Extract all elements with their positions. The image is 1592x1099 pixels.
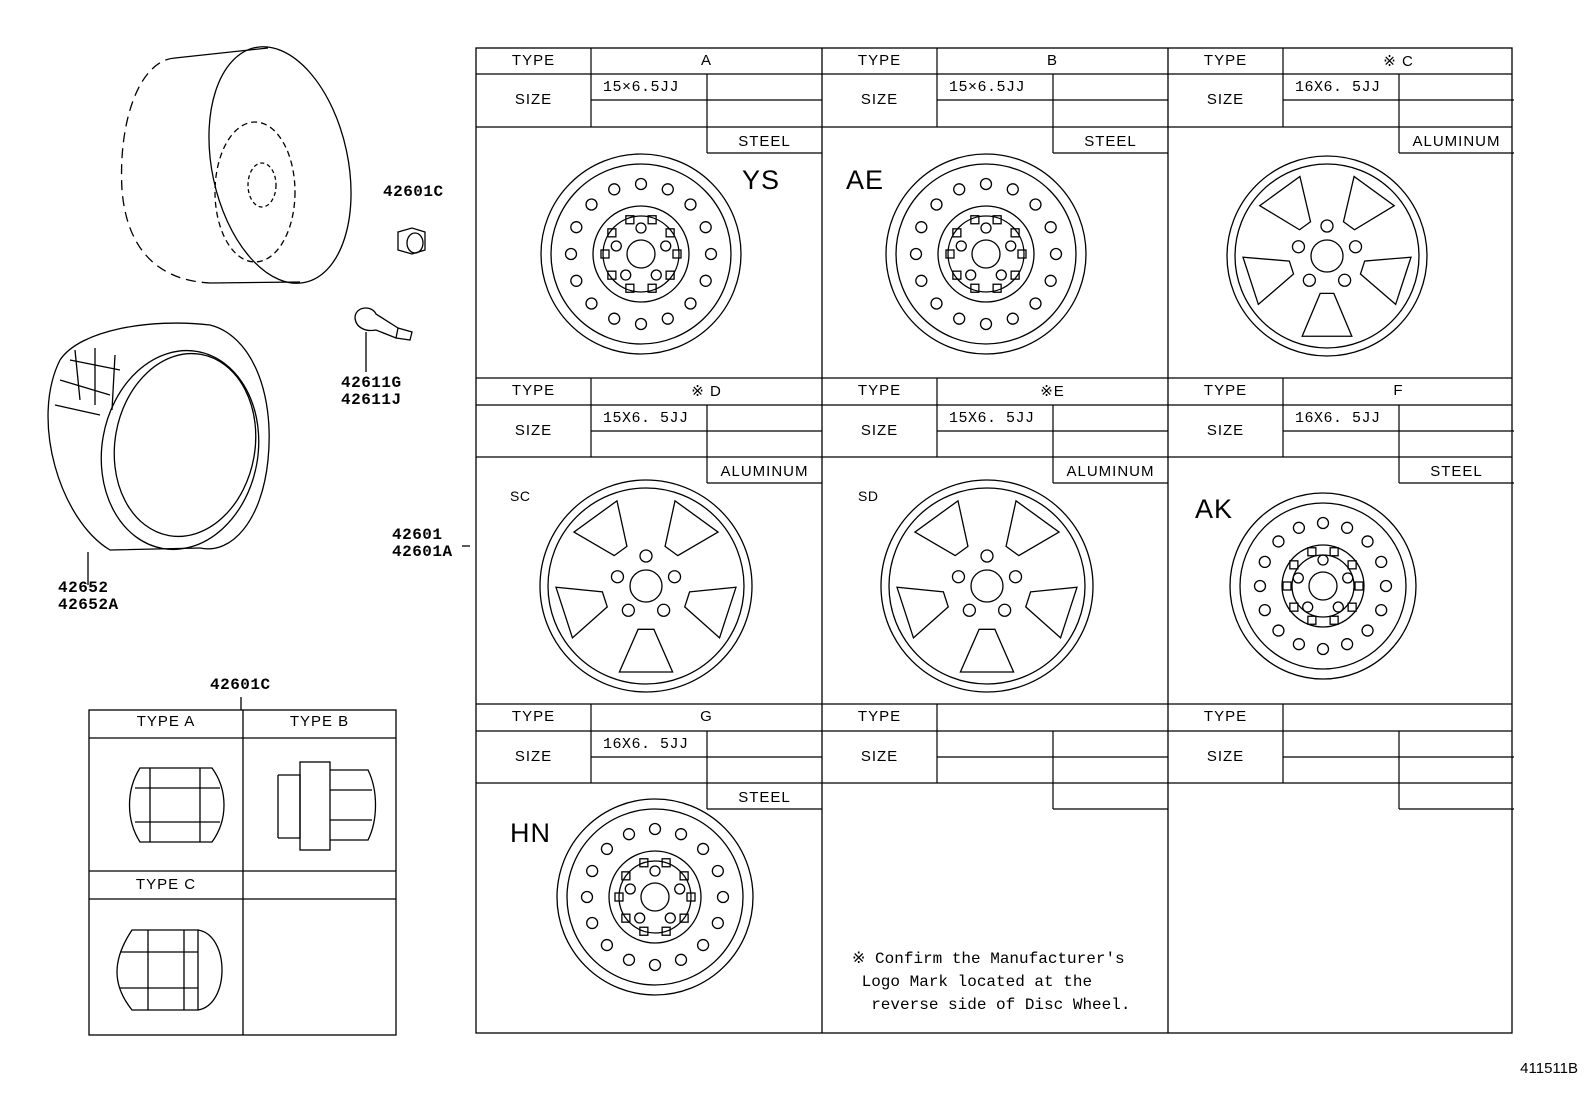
- type-header: TYPE: [511, 708, 556, 725]
- size-header: SIZE: [860, 748, 899, 765]
- mark-hn: HN: [510, 818, 551, 848]
- wheel-size-6: 16X6. 5JJ: [603, 736, 689, 753]
- type-header: TYPE: [857, 52, 902, 69]
- wheel-size-3: 15X6. 5JJ: [603, 410, 689, 427]
- size-header: SIZE: [1206, 422, 1245, 439]
- wheel-size-2: 16X6. 5JJ: [1295, 79, 1381, 96]
- wheel-material-2: ALUMINUM: [1412, 133, 1501, 150]
- type-header: TYPE: [857, 382, 902, 399]
- mark-sc: SC: [510, 488, 531, 504]
- nut-type-b: TYPE B: [289, 713, 350, 730]
- wheel-b: [885, 153, 1087, 355]
- wheel-d: [539, 479, 753, 693]
- logo-note: ※ Confirm the Manufacturer's Logo Mark l…: [852, 950, 1131, 1014]
- nut-type-c: TYPE C: [135, 876, 197, 893]
- wheel-type-6: G: [700, 708, 713, 725]
- size-header: SIZE: [514, 422, 553, 439]
- mark-sd: SD: [858, 488, 879, 504]
- nut-type-a: TYPE A: [136, 713, 196, 730]
- size-header: SIZE: [860, 91, 899, 108]
- mark-ak: AK: [1195, 494, 1234, 524]
- nut-type-table: [88, 697, 397, 1036]
- wheel-type-3: ※ D: [691, 383, 722, 400]
- wheel-type-0: A: [700, 52, 712, 69]
- type-header: TYPE: [1203, 708, 1248, 725]
- size-header: SIZE: [514, 748, 553, 765]
- wheel-size-5: 16X6. 5JJ: [1295, 410, 1381, 427]
- wheel-f: [1229, 492, 1417, 680]
- wheel-type-1: B: [1046, 52, 1058, 69]
- wheel-material-3: ALUMINUM: [720, 463, 809, 480]
- part-number-nut-table: 42601C: [210, 676, 271, 694]
- wheel-size-0: 15×6.5JJ: [603, 79, 680, 96]
- wheel-e: [880, 479, 1094, 693]
- wheel-material-0: STEEL: [738, 133, 791, 150]
- mark-ys: YS: [742, 165, 781, 195]
- wheel-size-1: 15×6.5JJ: [949, 79, 1026, 96]
- wheel-material-6: STEEL: [738, 789, 791, 806]
- wheel-material-1: STEEL: [1084, 133, 1137, 150]
- wheel-material-5: STEEL: [1430, 463, 1483, 480]
- type-header: TYPE: [857, 708, 902, 725]
- type-header: TYPE: [511, 52, 556, 69]
- part-number-nut: 42601C: [383, 183, 444, 201]
- wheel-type-5: F: [1393, 382, 1404, 399]
- wheel-type-2: ※ C: [1383, 53, 1414, 70]
- wheel-type-4: ※E: [1040, 383, 1065, 400]
- reference-code: 411511B: [1520, 1060, 1578, 1077]
- size-header: SIZE: [514, 91, 553, 108]
- type-header: TYPE: [511, 382, 556, 399]
- wheel-g: [556, 798, 754, 996]
- type-header: TYPE: [1203, 382, 1248, 399]
- type-header: TYPE: [1203, 52, 1248, 69]
- wheel-material-4: ALUMINUM: [1066, 463, 1155, 480]
- size-header: SIZE: [1206, 748, 1245, 765]
- size-header: SIZE: [1206, 91, 1245, 108]
- mark-ae: AE: [846, 165, 885, 195]
- wheel-size-4: 15X6. 5JJ: [949, 410, 1035, 427]
- wheel-a: [540, 153, 742, 355]
- tire-wheel-illustration: [47, 46, 470, 585]
- size-header: SIZE: [860, 422, 899, 439]
- wheel-c: [1226, 155, 1428, 357]
